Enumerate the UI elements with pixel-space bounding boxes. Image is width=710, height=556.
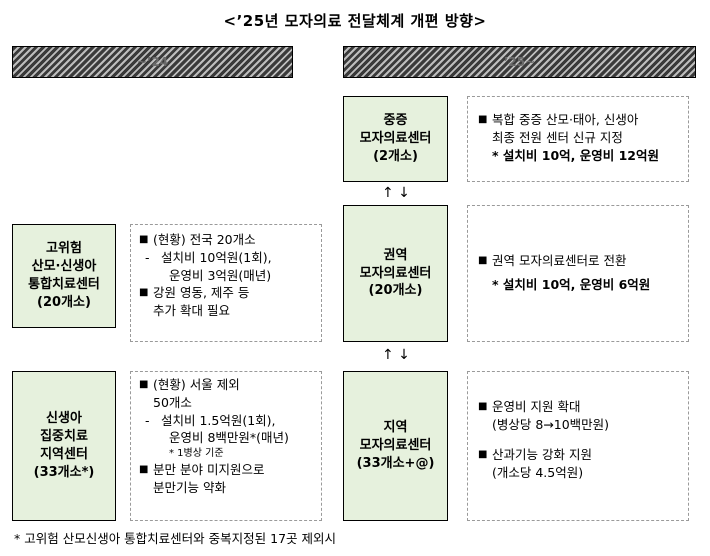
desc-text: (병상당 8→10백만원): [492, 417, 610, 432]
desc-text: 강원 영동, 제주 등: [153, 285, 250, 300]
desc-text: 운영비 3억원(매년): [169, 267, 272, 283]
neonatal-icu-center-box: 신생아 집중치료 지역센터 (33개소*): [12, 371, 116, 521]
desc-text: 추가 확대 필요: [153, 303, 230, 318]
box-line: 모자의료센터: [359, 265, 432, 281]
box-line: 신생아: [46, 411, 82, 427]
desc-dash-row: - 설치비 10억원(1회),: [139, 249, 315, 267]
desc-text: 50개소: [153, 395, 192, 410]
box-line: 모자의료센터: [359, 438, 432, 454]
desc-text: (현황) 전국 20개소: [153, 232, 256, 247]
box-line: (20개소): [368, 283, 423, 299]
desc-cost: * 설치비 10억, 운영비 12억원: [492, 147, 659, 163]
bullet-icon: ■: [478, 448, 488, 460]
desc-text: 설치비 1.5억원(1회),: [161, 412, 276, 428]
desc-bullet-row: ■ 강원 영동, 제주 등: [139, 284, 315, 302]
desc-text: 최종 전원 센터 신규 지정: [492, 130, 623, 145]
bullet-icon: ■: [139, 463, 149, 475]
bullet-icon: ■: [139, 379, 149, 390]
bullet-icon: ■: [478, 255, 488, 266]
desc-bullet-row: ■ 산과기능 강화 지원: [478, 446, 680, 464]
box-line: 지역: [383, 420, 408, 436]
desc-bullet-row: ■ (현황) 전국 20개소: [139, 231, 315, 249]
desc-cost: * 설치비 10억, 운영비 6억원: [492, 277, 651, 292]
bullet-icon: ■: [139, 287, 149, 298]
desc-text: 분만기능 약화: [153, 479, 226, 495]
box-line: (33개소+@): [356, 455, 435, 471]
desc-bullet-row: ■ 운영비 지원 확대: [478, 398, 680, 416]
box-line: (20개소): [37, 294, 91, 310]
box-line: 권역: [383, 247, 408, 263]
desc-note: * 1병상 기준: [169, 447, 224, 459]
header-left: ~’24: [12, 46, 293, 78]
box-line: 통합치료센터: [28, 277, 100, 292]
integrated-care-center-box: 고위험 산모·신생아 통합치료센터 (20개소): [12, 224, 116, 328]
box-line: (2개소): [373, 148, 418, 164]
local-center-box: 지역 모자의료센터 (33개소+@): [343, 371, 448, 521]
regional-center-desc: ■ 권역 모자의료센터로 전환 * 설치비 10억, 운영비 6억원: [467, 205, 689, 342]
desc-text: 산과기능 강화 지원: [492, 446, 592, 462]
desc-text: 운영비 지원 확대: [492, 399, 581, 414]
local-center-desc: ■ 운영비 지원 확대 (병상당 8→10백만원) ■ 산과기능 강화 지원 (…: [467, 371, 689, 521]
desc-text: (현황) 서울 제외: [153, 377, 240, 392]
box-line: 산모·신생아: [31, 259, 97, 275]
severe-center-desc: ■ 복합 중증 산모·태아, 신생아 최종 전원 센터 신규 지정 * 설치비 …: [467, 96, 689, 182]
bullet-icon: ■: [478, 401, 488, 412]
desc-text: 복합 중증 산모·태아, 신생아: [492, 112, 639, 127]
desc-text: 운영비 8백만원*(매년): [169, 430, 289, 445]
footnote: * 고위험 산모신생아 통합치료센터와 중복지정된 17곳 제외시: [14, 531, 336, 546]
header-right-label: ’25~: [503, 55, 536, 69]
desc-text: 설치비 10억원(1회),: [161, 250, 272, 265]
desc-bullet-row: ■ 분만 분야 미지원으로: [139, 461, 315, 479]
bullet-icon: ■: [139, 234, 149, 245]
neonatal-icu-desc: ■ (현황) 서울 제외 50개소 - 설치비 1.5억원(1회), 운영비 8…: [130, 371, 322, 521]
desc-text: (개소당 4.5억원): [492, 464, 584, 480]
box-line: 중증: [383, 113, 408, 129]
dash-icon: -: [145, 250, 150, 265]
box-line: 고위험: [46, 241, 82, 257]
header-right: ’25~: [343, 46, 696, 78]
desc-dash-row: - 설치비 1.5억원(1회),: [139, 412, 315, 430]
bullet-icon: ■: [478, 114, 488, 125]
box-line: 지역센터: [40, 447, 88, 462]
box-line: 집중치료: [40, 429, 88, 445]
up-down-arrow-icon: ↑ ↓: [382, 185, 410, 201]
up-down-arrow-icon: ↑ ↓: [382, 347, 410, 363]
header-left-label: ~’24: [136, 55, 169, 69]
severe-center-box: 중증 모자의료센터 (2개소): [343, 96, 448, 182]
desc-text: 권역 모자의료센터로 전환: [492, 253, 627, 268]
desc-bullet-row: ■ 복합 중증 산모·태아, 신생아: [478, 111, 680, 129]
desc-bullet-row: ■ 권역 모자의료센터로 전환: [478, 252, 680, 270]
desc-bullet-row: ■ (현황) 서울 제외: [139, 376, 315, 394]
dash-icon: -: [145, 412, 150, 428]
desc-text: 분만 분야 미지원으로: [153, 461, 265, 477]
box-line: 모자의료센터: [359, 131, 432, 147]
integrated-care-desc: ■ (현황) 전국 20개소 - 설치비 10억원(1회), 운영비 3억원(매…: [130, 224, 322, 342]
regional-center-box: 권역 모자의료센터 (20개소): [343, 205, 448, 342]
page-title: <’25년 모자의료 전달체계 개편 방향>: [223, 12, 487, 30]
box-line: (33개소*): [33, 464, 95, 480]
